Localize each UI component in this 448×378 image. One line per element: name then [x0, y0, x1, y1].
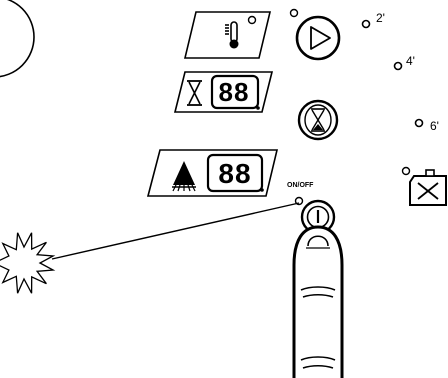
brush-panel: 88: [146, 149, 279, 197]
brush-display-digits: 88: [218, 158, 251, 189]
time-led-6min: 6': [414, 118, 439, 133]
time-label-2: 2': [376, 11, 385, 25]
onoff-label: ON/OFF: [287, 182, 314, 189]
play-icon: [310, 26, 331, 50]
flash-starburst-icon: [0, 232, 56, 294]
hourglass-icon: [187, 80, 202, 106]
round-knob-outline: [0, 0, 35, 78]
timer-panel: 88: [173, 71, 274, 113]
brush-display: [206, 153, 264, 193]
timer-display: [210, 74, 260, 110]
timer-button[interactable]: [297, 99, 339, 141]
flash-pointer-line: [51, 202, 300, 260]
start-indicator-led: [289, 8, 299, 18]
canister-icon: [409, 169, 447, 206]
time-label-4: 4': [406, 54, 415, 68]
time-led-2min: 2': [361, 11, 385, 29]
time-led-4min: 4': [393, 54, 415, 71]
brush-icon: [172, 161, 196, 192]
hourglass-icon: [311, 108, 325, 132]
temperature-indicator-led: [247, 15, 257, 25]
time-label-6: 6': [430, 119, 439, 133]
start-button[interactable]: [295, 15, 341, 61]
timer-display-digits: 88: [219, 77, 250, 107]
temperature-panel: [183, 11, 272, 59]
thermometer-icon: [225, 21, 239, 49]
onoff-button[interactable]: [300, 199, 336, 235]
finger-icon: [292, 225, 344, 378]
canister-indicator-led: [401, 166, 411, 176]
